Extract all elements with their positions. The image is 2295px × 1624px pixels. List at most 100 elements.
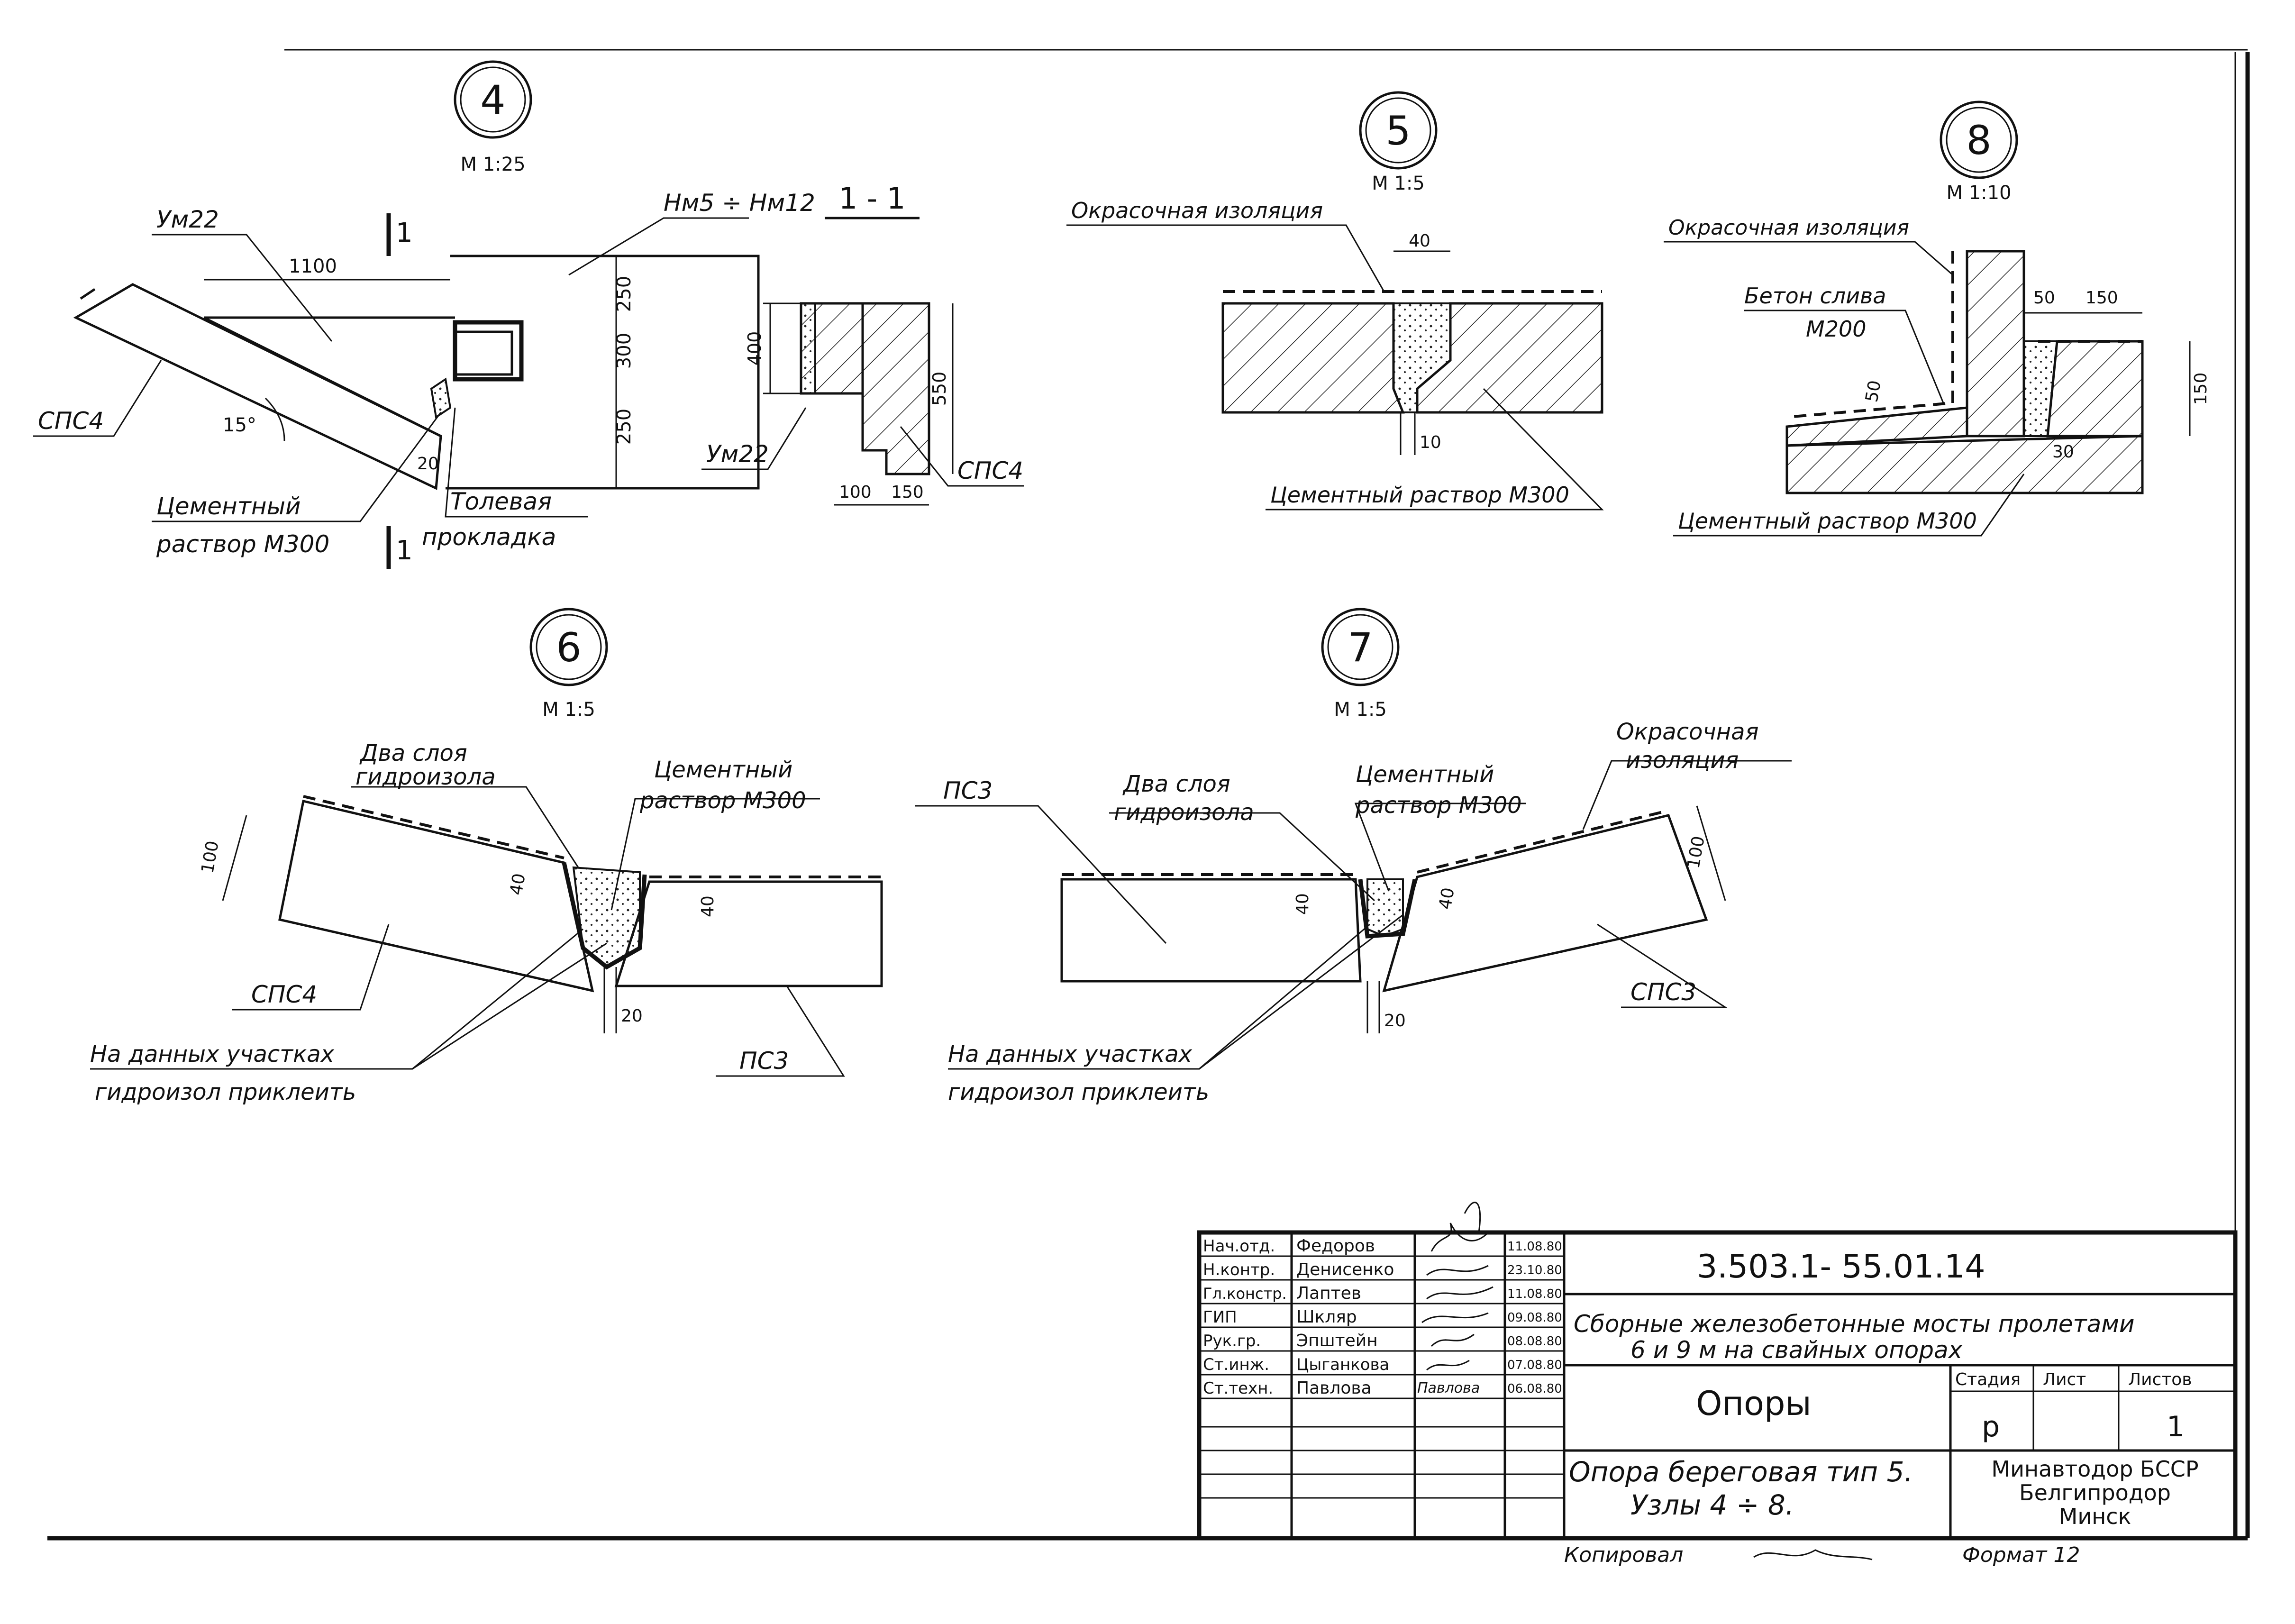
node-4-cut-top: 1 [396, 218, 413, 248]
node-6-note-2: гидроизол приклеить [95, 1079, 356, 1105]
node-8-label-beton-2: М200 [1806, 316, 1867, 342]
section-dim-150: 150 [891, 483, 924, 502]
node-8-label-beton-1: Бетон слива [1744, 283, 1886, 309]
section-label-spc4: СПС4 [957, 457, 1023, 484]
node-4-angle: 15° [223, 414, 256, 436]
stamp-section: Опоры [1696, 1384, 1811, 1423]
section-1-1: 1 - 1 400 550 100 150 Ум22 СПС4 [701, 181, 1024, 506]
stamp-name-1: Денисенко [1296, 1260, 1394, 1279]
node-4-label-tol-1: Толевая [450, 488, 552, 515]
node-5-dim-40: 40 [1409, 231, 1430, 251]
node-7-dim-40a: 40 [1293, 893, 1312, 915]
section-dim-100: 100 [839, 483, 872, 502]
section-dim-550: 550 [929, 372, 950, 406]
node-7-note-2: гидроизол приклеить [948, 1079, 1209, 1105]
signatures [1421, 1202, 1494, 1371]
node-4-cut-bottom: 1 [396, 535, 413, 566]
node-7-label-paint-1: Окрасочная [1616, 719, 1758, 745]
node-7: 7 М 1:5 20 40 40 100 ПС3 Два слоя гидрои… [915, 608, 1792, 1105]
stamp-date-4: 08.08.80 [1507, 1334, 1562, 1349]
stamp-sheet-title-1: Опора береговая тип 5. [1569, 1456, 1913, 1488]
stamp-org-2: Белгипродор [2019, 1480, 2171, 1505]
section-title: 1 - 1 [839, 181, 906, 216]
stamp-copied: Копировал [1564, 1543, 1683, 1567]
node-7-label-cement-2: раствор М300 [1355, 792, 1522, 819]
node-6-label-two-2: гидроизола [355, 764, 496, 790]
stamp-format: Формат 12 [1962, 1543, 2080, 1567]
stamp-role-0: Нач.отд. [1203, 1237, 1275, 1256]
node-5-label-paint: Окрасочная изоляция [1071, 198, 1323, 223]
node-7-label-paint-2: изоляция [1626, 747, 1739, 774]
stamp-sheet-title-2: Узлы 4 ÷ 8. [1630, 1489, 1794, 1521]
node-8-dim-50a: 50 [2033, 288, 2055, 308]
stamp-role-3: ГИП [1203, 1308, 1237, 1327]
stamp-name-0: Федоров [1296, 1236, 1375, 1256]
node-7-label-ps3: ПС3 [943, 777, 993, 804]
stamp-role-5: Ст.инж. [1203, 1355, 1269, 1374]
node-8-dim-30: 30 [2052, 442, 2074, 462]
node-4-label-cement-2: раствор М300 [156, 530, 329, 558]
node-4-label-spc4: СПС4 [38, 407, 104, 435]
node-7-dim-40b: 40 [1435, 886, 1458, 911]
node-5-dim-10: 10 [1420, 433, 1441, 452]
node-6-dim-40a: 40 [506, 872, 529, 896]
node-7-number: 7 [1348, 624, 1373, 671]
node-4-scale: М 1:25 [460, 154, 525, 175]
node-5: 5 М 1:5 40 10 Окрасочная изоляция Цемент… [1066, 91, 1604, 511]
node-7-label-two-2: гидроизола [1114, 799, 1254, 826]
stamp-name-6: Павлова [1296, 1378, 1372, 1398]
stamp-name-2: Лаптев [1296, 1284, 1361, 1303]
node-6-dim-20: 20 [621, 1006, 643, 1026]
node-8-dim-150b: 150 [2191, 373, 2211, 405]
node-4: 4 М 1:25 1100 250 300 250 15° 20 1 1 Ум2… [33, 60, 815, 569]
node-7-note-1: На данных участках [948, 1041, 1193, 1067]
stamp-project-2: 6 и 9 м на свайных опорах [1630, 1336, 1963, 1364]
stamp-sheets: 1 [2167, 1410, 2185, 1443]
stamp-sheets-header: Листов [2128, 1370, 2192, 1389]
stamp-name-4: Эпштейн [1296, 1331, 1378, 1350]
node-8-dim-50b: 50 [1862, 379, 1885, 403]
node-5-label-cement: Цементный раствор М300 [1270, 482, 1569, 508]
node-8-label-cement: Цементный раствор М300 [1678, 508, 1977, 534]
stamp-stage-header: Стадия [1955, 1370, 2021, 1389]
stamp-date-3: 09.08.80 [1507, 1311, 1562, 1325]
node-7-scale: М 1:5 [1334, 699, 1387, 721]
node-4-label-um22: Ум22 [156, 206, 219, 233]
stamp-date-1: 23.10.80 [1507, 1263, 1562, 1277]
title-block: Нач.отд. Федоров 11.08.80 Н.контр. Денис… [1197, 1202, 2238, 1567]
node-7-label-cement-1: Цементный [1356, 761, 1494, 788]
node-6-dim-100: 100 [198, 839, 223, 875]
node-4-label-cement-1: Цементный [156, 493, 301, 520]
node-7-dim-20: 20 [1384, 1011, 1406, 1031]
node-6-scale: М 1:5 [542, 699, 595, 721]
stamp-date-5: 07.08.80 [1507, 1358, 1562, 1372]
stamp-date-6: 06.08.80 [1507, 1382, 1562, 1396]
stamp-org-3: Минск [2059, 1504, 2131, 1529]
node-4-dim-250a: 250 [613, 276, 635, 312]
node-8: 8 М 1:10 50 150 150 50 30 Окрасочная изо… [1664, 100, 2211, 537]
node-8-label-paint: Окрасочная изоляция [1668, 216, 1909, 240]
stamp-role-4: Рук.гр. [1203, 1332, 1261, 1350]
section-dim-400: 400 [744, 331, 765, 366]
node-7-label-sps3: СПС3 [1630, 978, 1696, 1006]
node-6: 6 М 1:5 20 100 40 40 Два слоя гидроизола… [90, 608, 883, 1105]
node-6-label-spc4: СПС4 [251, 981, 317, 1008]
node-6-number: 6 [556, 624, 581, 671]
node-5-scale: М 1:5 [1372, 173, 1425, 194]
stamp-role-6: Ст.техн. [1203, 1379, 1273, 1398]
node-8-number: 8 [1966, 117, 1991, 164]
stamp-date-0: 11.08.80 [1507, 1240, 1562, 1254]
node-6-label-two-1: Два слоя [359, 740, 467, 766]
node-8-dim-150a: 150 [2086, 288, 2118, 308]
node-5-number: 5 [1385, 108, 1411, 154]
stamp-org-1: Минавтодор БССР [1991, 1456, 2198, 1482]
node-6-label-ps3: ПС3 [739, 1047, 789, 1075]
stamp-date-2: 11.08.80 [1507, 1287, 1562, 1301]
stamp-sheet-header: Лист [2043, 1370, 2086, 1389]
stamp-stage: р [1982, 1410, 2000, 1443]
stamp-role-1: Н.контр. [1203, 1260, 1275, 1279]
stamp-name-5: Цыганкова [1296, 1355, 1389, 1374]
section-label-um22: Ум22 [706, 440, 769, 468]
stamp-code: 3.503.1- 55.01.14 [1697, 1248, 1985, 1286]
